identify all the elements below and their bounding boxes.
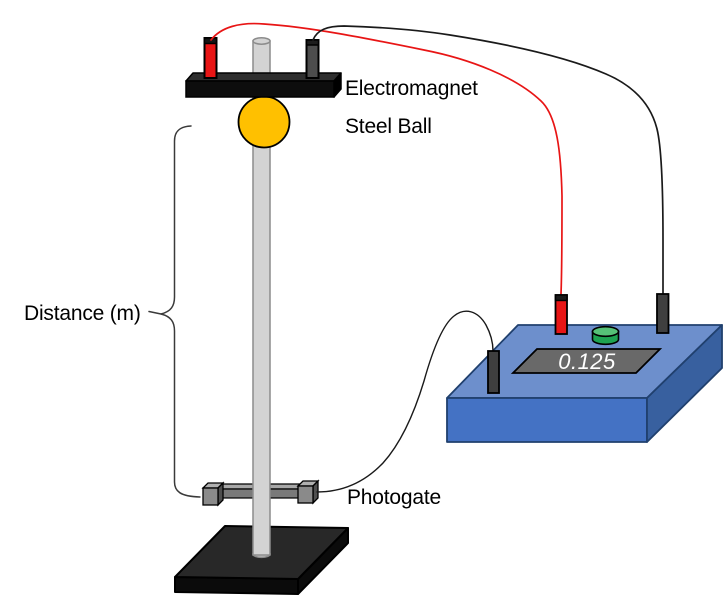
label-steel-ball: Steel Ball bbox=[345, 115, 432, 138]
label-distance: Distance (m) bbox=[24, 302, 141, 325]
electromagnet-terminal-red-cap bbox=[203, 37, 218, 45]
electromagnet-terminal-red bbox=[203, 37, 218, 79]
timer-display bbox=[510, 348, 663, 374]
electromagnet-terminal-black bbox=[305, 39, 320, 79]
distance-brace-curve bbox=[160, 125, 201, 498]
wire-black-electromagnet-to-timer bbox=[312, 25, 664, 294]
timer-box: 0.125 bbox=[446, 324, 723, 443]
photogate-cube-right bbox=[297, 485, 314, 504]
timer-post-black-right bbox=[656, 293, 670, 334]
wire-photogate-to-timer bbox=[316, 310, 494, 493]
photogate-cube-left bbox=[202, 487, 219, 506]
timer-post-black-left bbox=[487, 350, 500, 394]
label-electromagnet: Electromagnet bbox=[345, 77, 478, 100]
timer-box-right-face bbox=[646, 324, 723, 443]
stand-pole-top-cap bbox=[252, 37, 271, 45]
distance-brace bbox=[148, 125, 201, 498]
timer-button bbox=[591, 325, 620, 338]
distance-brace-tick bbox=[148, 310, 162, 315]
timer-display-value: 0.125 bbox=[558, 349, 616, 374]
electromagnet-bar-front bbox=[185, 80, 335, 98]
timer-box-front-face bbox=[446, 397, 648, 443]
steel-ball bbox=[237, 95, 291, 149]
electromagnet-bar bbox=[185, 72, 342, 98]
label-photogate: Photogate bbox=[347, 486, 441, 509]
timer-post-red bbox=[554, 294, 568, 335]
stand-pole bbox=[252, 37, 271, 559]
wire-red-electromagnet-to-timer bbox=[210, 22, 563, 295]
timer-post-red-cap bbox=[554, 294, 568, 302]
electromagnet-terminal-black-cap bbox=[305, 39, 320, 46]
